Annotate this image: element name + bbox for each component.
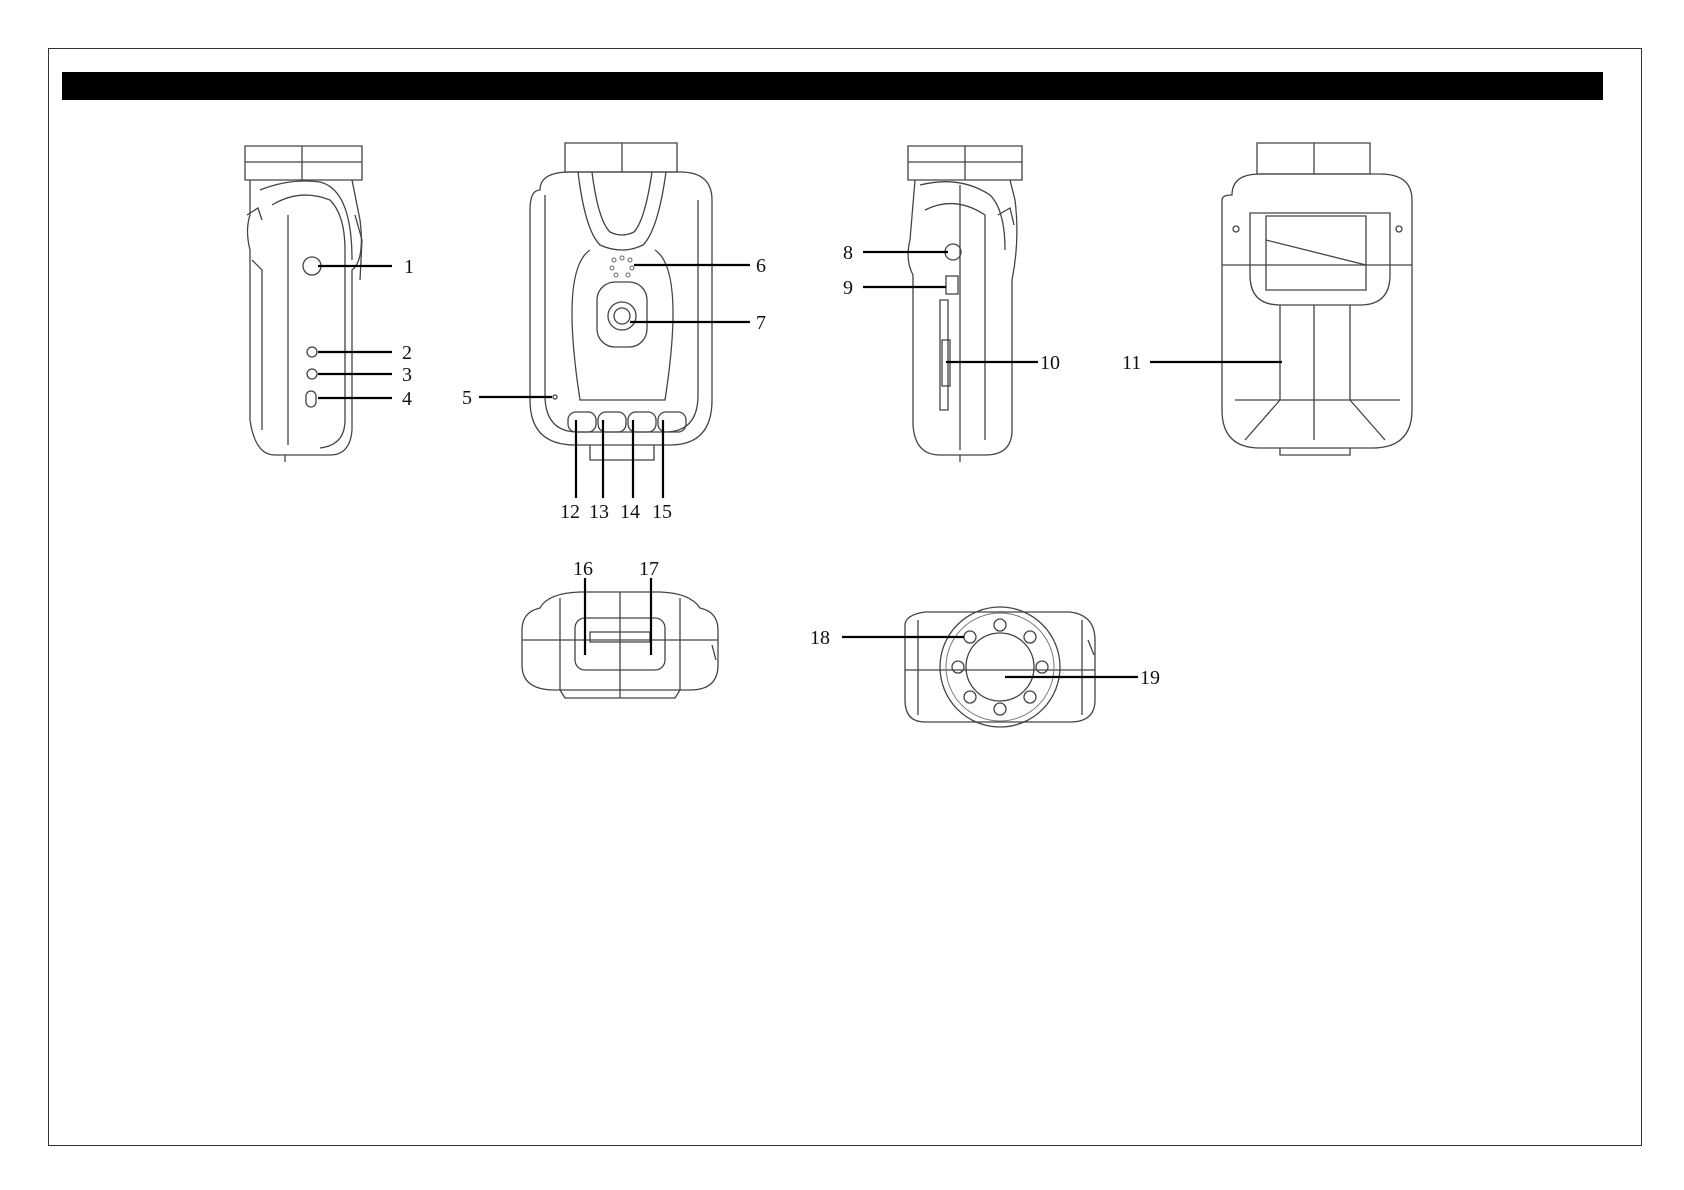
callout-8: 8 bbox=[843, 242, 853, 264]
callout-3: 3 bbox=[402, 364, 412, 386]
view1-port-4 bbox=[306, 391, 316, 407]
callout-11: 11 bbox=[1122, 352, 1141, 374]
front-buttons bbox=[568, 412, 686, 432]
bottom-view bbox=[522, 592, 718, 698]
rear-view bbox=[1222, 143, 1412, 455]
callout-labels: 1 2 3 4 5 6 7 8 9 10 11 12 13 14 15 16 1… bbox=[402, 242, 1160, 689]
lens-19 bbox=[966, 633, 1034, 701]
callout-10: 10 bbox=[1040, 352, 1060, 374]
view1-port-3 bbox=[307, 369, 317, 379]
callout-17: 17 bbox=[639, 558, 659, 580]
right-side-view bbox=[908, 146, 1022, 462]
callout-6: 6 bbox=[756, 255, 766, 277]
view2-lens-mount-7 bbox=[608, 302, 636, 330]
callout-1: 1 bbox=[404, 256, 414, 278]
view1-port-2 bbox=[307, 347, 317, 357]
callout-2: 2 bbox=[402, 342, 412, 364]
rear-screen-11 bbox=[1280, 305, 1350, 400]
ir-led-18 bbox=[964, 631, 976, 643]
callout-18: 18 bbox=[810, 627, 830, 649]
left-side-view bbox=[245, 146, 362, 462]
view2-led-5 bbox=[553, 395, 557, 399]
callout-16: 16 bbox=[573, 558, 593, 580]
front-view bbox=[530, 143, 712, 460]
callout-13: 13 bbox=[589, 501, 609, 523]
lens-view bbox=[905, 607, 1095, 727]
callout-4: 4 bbox=[402, 388, 412, 410]
callout-15: 15 bbox=[652, 501, 672, 523]
view3-port-9 bbox=[946, 276, 958, 294]
callout-14: 14 bbox=[620, 501, 640, 523]
speaker-holes-icon bbox=[610, 256, 634, 277]
callout-9: 9 bbox=[843, 277, 853, 299]
callout-19: 19 bbox=[1140, 667, 1160, 689]
lens-ring bbox=[940, 607, 1060, 727]
callout-12: 12 bbox=[560, 501, 580, 523]
leader-lines bbox=[318, 252, 1282, 677]
callout-5: 5 bbox=[462, 387, 472, 409]
callout-7: 7 bbox=[756, 312, 766, 334]
